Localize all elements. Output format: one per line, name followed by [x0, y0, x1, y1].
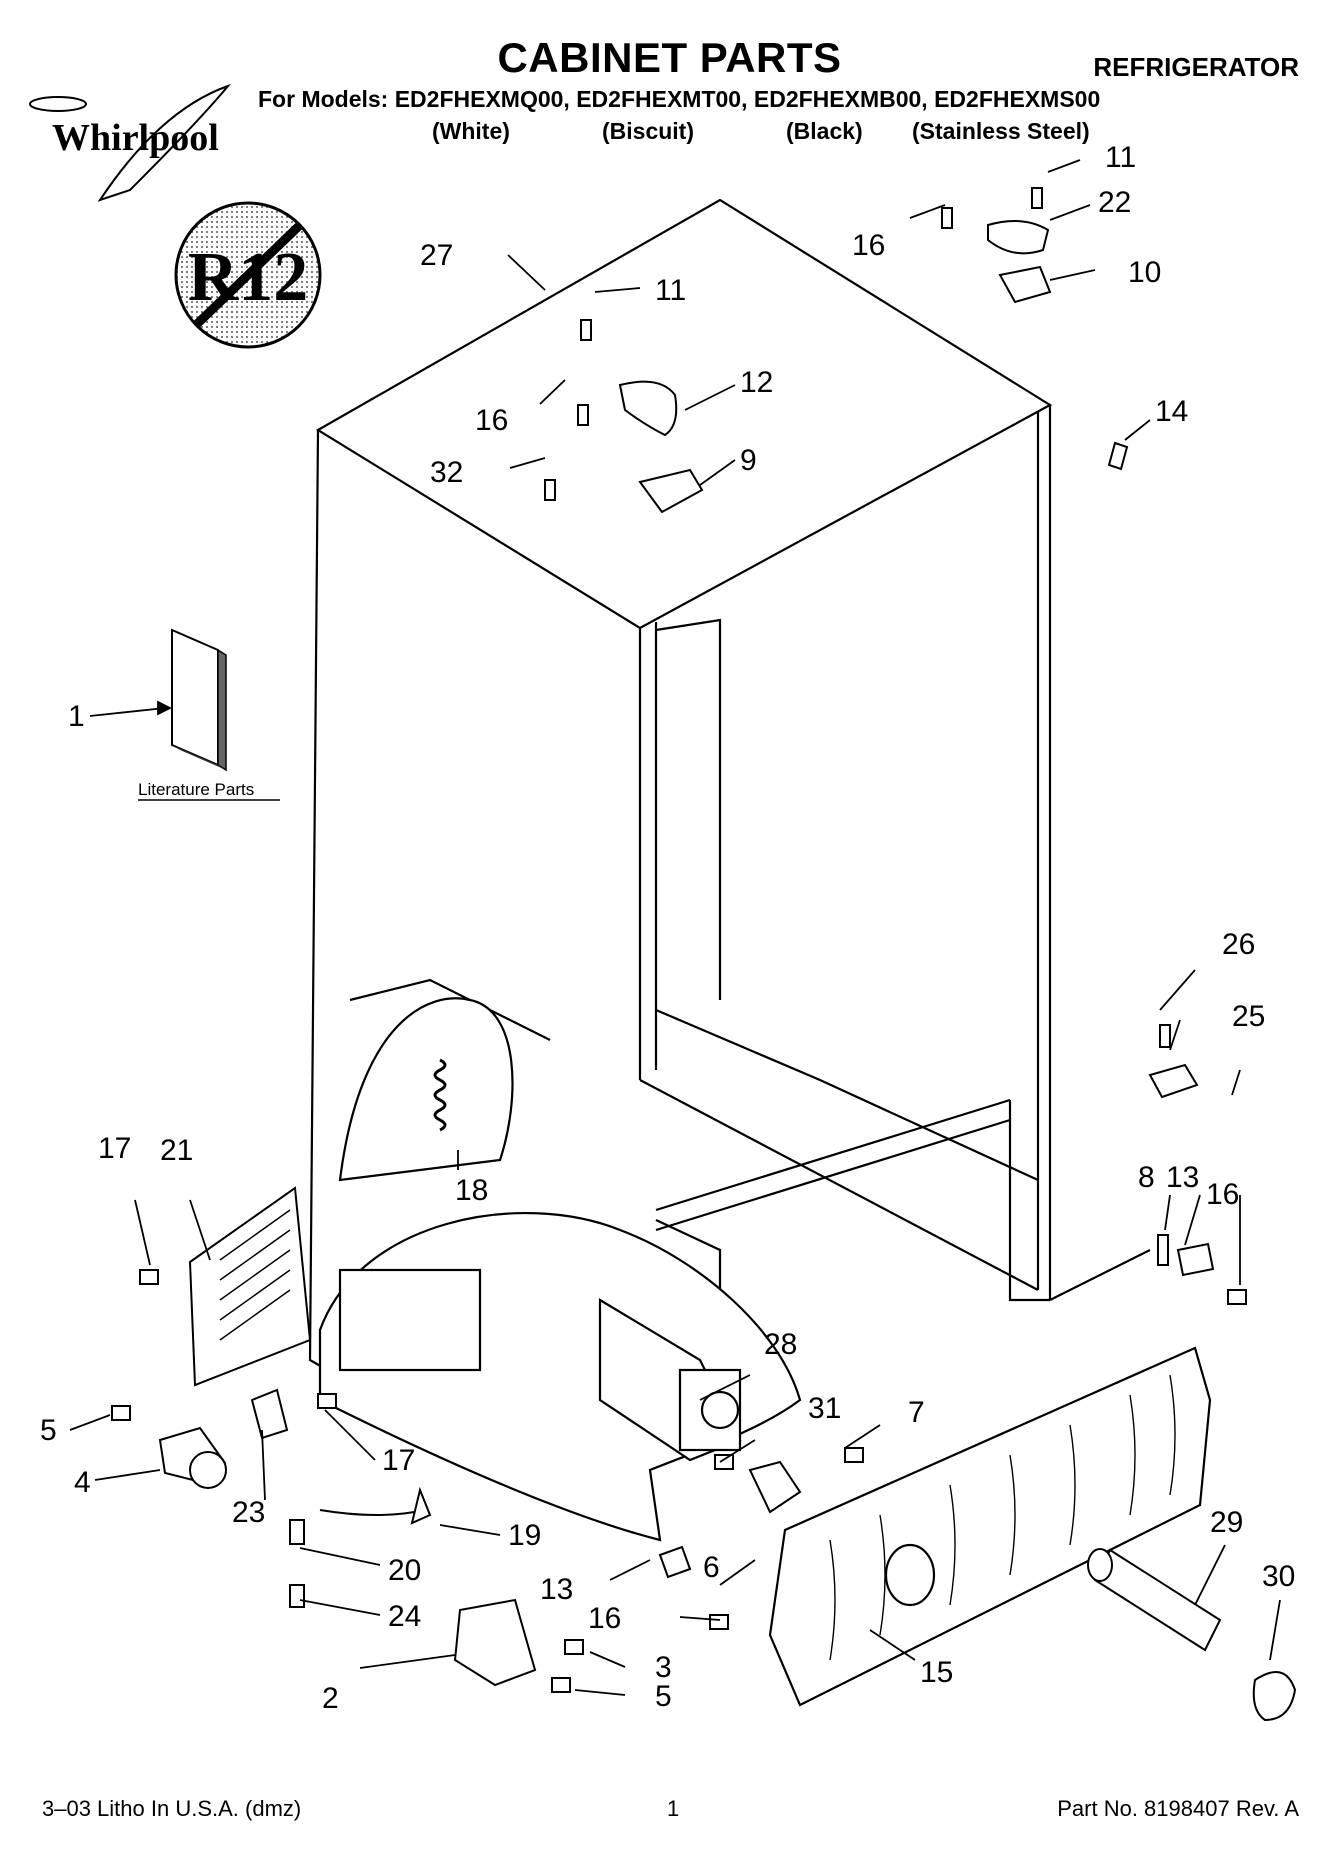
- callout-30: 30: [1262, 1560, 1295, 1593]
- leader-lines: [69, 159, 1281, 1696]
- toe-grille: [768, 1346, 1212, 1707]
- callout-17b: 17: [382, 1444, 415, 1477]
- no-r12-seal: R12: [174, 201, 322, 349]
- callout-20: 20: [388, 1554, 421, 1587]
- cabinet-body: [308, 198, 1151, 1542]
- svg-text:Whirlpool: Whirlpool: [52, 117, 219, 159]
- callout-25: 25: [1232, 1000, 1265, 1033]
- callout-16a: 16: [852, 229, 885, 262]
- callout-5a: 5: [40, 1414, 57, 1447]
- callout-16d: 16: [588, 1602, 621, 1635]
- right-side-small-parts: [1148, 1024, 1247, 1305]
- callout-8: 8: [1138, 1161, 1155, 1194]
- callout-16c: 16: [1206, 1178, 1239, 1211]
- callout-26: 26: [1222, 928, 1255, 961]
- appliance-category: REFRIGERATOR: [1093, 52, 1299, 82]
- top-hinge-parts: [544, 187, 1129, 514]
- callout-6: 6: [703, 1551, 720, 1584]
- callout-21: 21: [160, 1134, 193, 1167]
- callout-28: 28: [764, 1328, 797, 1361]
- callout-23: 23: [232, 1496, 265, 1529]
- callout-24: 24: [388, 1600, 421, 1633]
- callout-10: 10: [1128, 256, 1161, 289]
- callout-14: 14: [1155, 395, 1188, 428]
- spring-part: [433, 1058, 447, 1132]
- callout-9: 9: [740, 444, 757, 477]
- literature-book-icon: [171, 628, 227, 772]
- variant-biscuit: (Biscuit): [602, 118, 694, 144]
- callout-17a: 17: [98, 1132, 131, 1165]
- callout-18: 18: [455, 1174, 488, 1207]
- page-number: 1: [667, 1796, 680, 1821]
- water-filter: [1087, 1548, 1297, 1722]
- callout-11a: 11: [1105, 141, 1136, 174]
- callout-16b: 16: [475, 404, 508, 437]
- variant-black: (Black): [786, 118, 863, 144]
- variant-white: (White): [432, 118, 510, 144]
- callout-22: 22: [1098, 186, 1131, 219]
- callout-31: 31: [808, 1392, 841, 1425]
- callout-29: 29: [1210, 1506, 1243, 1539]
- callout-32: 32: [430, 456, 463, 489]
- model-list: For Models: ED2FHEXMQ00, ED2FHEXMT00, ED…: [258, 86, 1101, 112]
- callout-4: 4: [74, 1466, 91, 1499]
- callout-27: 27: [420, 239, 453, 272]
- callout-3: 3: [655, 1651, 672, 1684]
- callout-13a: 13: [1166, 1161, 1199, 1194]
- callout-19: 19: [508, 1519, 541, 1552]
- callout-5b: 5: [655, 1680, 672, 1713]
- callout-12: 12: [740, 366, 773, 399]
- whirlpool-logo: Whirlpool: [29, 83, 232, 202]
- callout-2: 2: [322, 1682, 339, 1715]
- callout-15: 15: [920, 1656, 953, 1689]
- callout-13b: 13: [540, 1573, 573, 1606]
- callout-1: 1: [68, 700, 85, 733]
- footer-litho: 3–03 Litho In U.S.A. (dmz): [42, 1796, 302, 1821]
- callout-7: 7: [908, 1396, 925, 1429]
- left-lower-parts: [111, 1186, 864, 1693]
- variant-stainless: (Stainless Steel): [912, 118, 1090, 144]
- callout-11b: 11: [655, 274, 686, 307]
- literature-parts-label: Literature Parts: [138, 780, 254, 799]
- callout-labels: 1 2 3 4 5 5 6 7 8 9 10 11 11 12 13 13 14…: [40, 141, 1295, 1715]
- page-title: CABINET PARTS: [497, 34, 842, 81]
- part-number: Part No. 8198407 Rev. A: [1057, 1796, 1299, 1821]
